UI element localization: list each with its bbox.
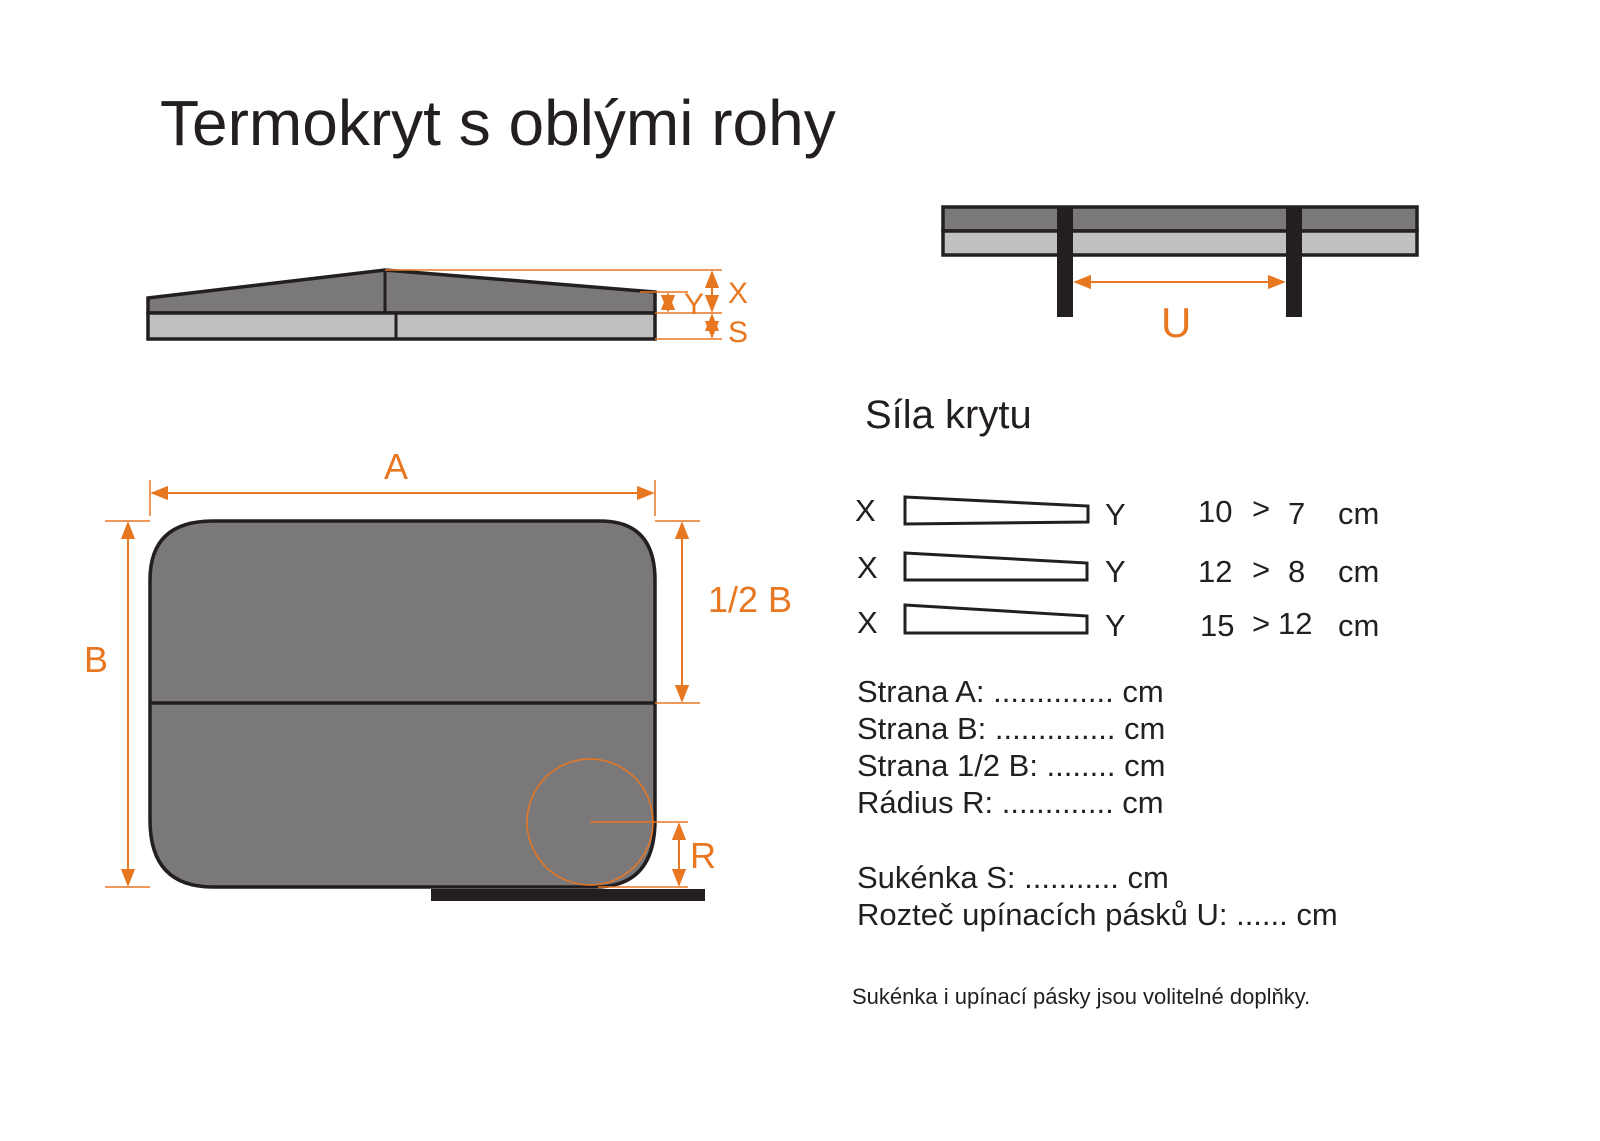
row1-y-label: Y (1105, 497, 1126, 532)
strap-view: U (941, 205, 1419, 346)
row2-wedge-icon (903, 551, 1089, 582)
form-strap-spacing: Rozteč upínacích pásků U: ...... cm (857, 897, 1338, 932)
row2-from: 12 (1198, 554, 1232, 589)
row3-y-label: Y (1105, 608, 1126, 643)
strap-left (1057, 207, 1073, 317)
label-r: R (690, 835, 716, 876)
cover-skirt-strip (146, 311, 657, 341)
strap-right (1286, 207, 1302, 317)
strap-cover-bottom (941, 229, 1419, 257)
thickness-row: X Y 15 > 12 cm (857, 603, 1379, 643)
row3-sep: > (1252, 606, 1270, 641)
row1-sep: > (1252, 491, 1270, 526)
row2-unit: cm (1338, 554, 1379, 589)
top-view: R A B 1/2 B (84, 446, 792, 901)
row1-x-label: X (855, 493, 876, 528)
strap-cover-top (941, 205, 1419, 233)
row1-from: 10 (1198, 494, 1232, 529)
optional-note: Sukénka i upínací pásky jsou volitelné d… (852, 984, 1310, 1009)
cover-top-tapered (146, 268, 657, 315)
row2-sep: > (1252, 552, 1270, 587)
thickness-row: X Y 10 > 7 cm (855, 491, 1379, 532)
form-radius: Rádius R: ............. cm (857, 785, 1164, 820)
label-half-b: 1/2 B (708, 579, 792, 620)
label-s: S (728, 316, 748, 349)
page-title: Termokryt s oblými rohy (160, 87, 836, 159)
side-view: X Y S (146, 268, 748, 349)
row2-x-label: X (857, 550, 878, 585)
form-side-a: Strana A: .............. cm (857, 674, 1164, 709)
label-x: X (728, 277, 748, 310)
thickness-heading: Síla krytu (865, 393, 1032, 437)
row3-wedge-icon (903, 603, 1089, 635)
row3-to: 12 (1278, 606, 1312, 641)
row1-to: 7 (1288, 496, 1305, 531)
label-b: B (84, 639, 108, 680)
row2-to: 8 (1288, 554, 1305, 589)
label-u: U (1161, 299, 1191, 346)
label-a: A (384, 446, 408, 487)
row3-x-label: X (857, 605, 878, 640)
row3-from: 15 (1200, 608, 1234, 643)
form-half-b: Strana 1/2 B: ........ cm (857, 748, 1165, 783)
row1-wedge-icon (903, 495, 1090, 526)
label-y: Y (684, 288, 704, 321)
thickness-row: X Y 12 > 8 cm (857, 550, 1379, 589)
form-side-b: Strana B: .............. cm (857, 711, 1165, 746)
row3-unit: cm (1338, 608, 1379, 643)
skirt-bar (431, 889, 705, 901)
form-skirt: Sukénka S: ........... cm (857, 860, 1169, 895)
row2-y-label: Y (1105, 554, 1126, 589)
row1-unit: cm (1338, 496, 1379, 531)
